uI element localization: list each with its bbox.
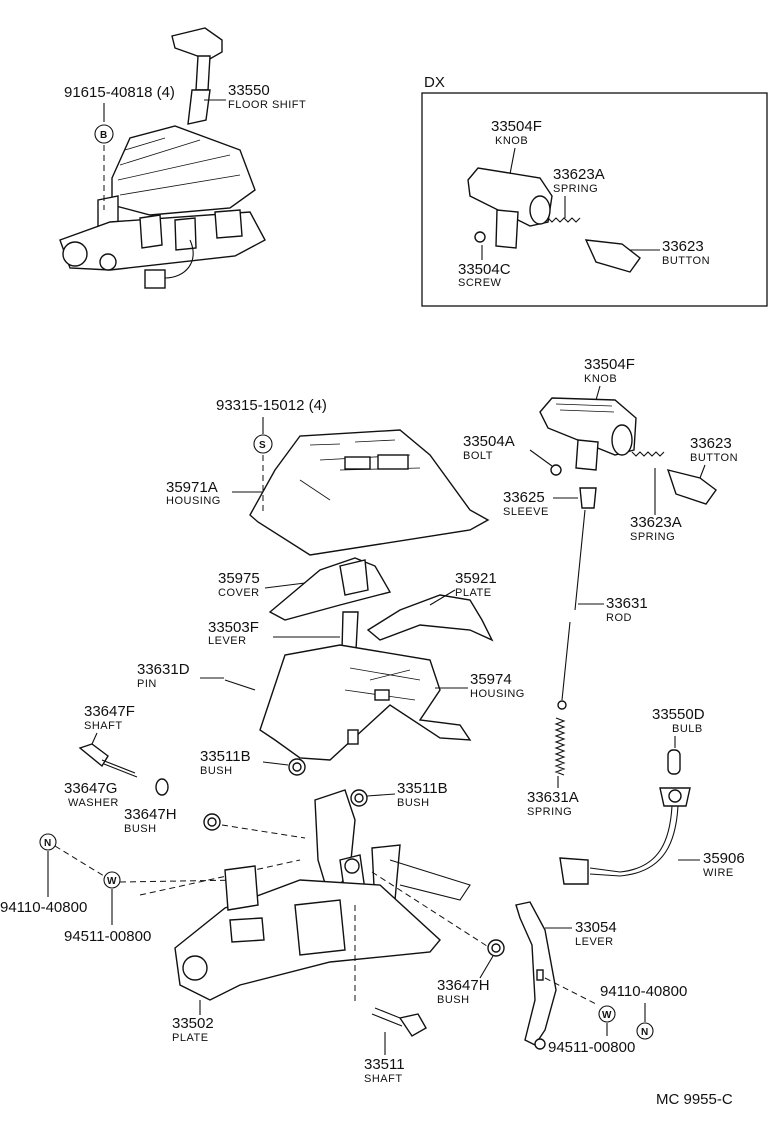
name-floor-shift: FLOOR SHIFT (228, 99, 306, 111)
label-33623A: 33623A (630, 514, 682, 531)
label-91615-40818: 91615-40818 (4) (64, 84, 175, 101)
label-33550: 33550 (228, 82, 270, 99)
name-housing-lower: HOUSING (470, 688, 525, 700)
label-33631D: 33631D (137, 661, 190, 678)
housing-35971A-drawing (249, 429, 490, 556)
name-sleeve: SLEEVE (503, 506, 549, 518)
name-wire: WIRE (703, 867, 734, 879)
label-33054: 33054 (575, 919, 617, 936)
name-bush-right: BUSH (397, 797, 430, 809)
name-plate-base: PLATE (172, 1032, 209, 1044)
name-spring-upper: SPRING (630, 531, 675, 543)
plate-33502-drawing (174, 865, 441, 1001)
name-rod: ROD (606, 612, 632, 624)
label-94511-00800-right: 94511-00800 (548, 1039, 635, 1056)
cover-35975-drawing (268, 557, 392, 621)
name-dx-screw: SCREW (458, 277, 502, 289)
label-35906: 35906 (703, 850, 745, 867)
name-plate-upper: PLATE (455, 587, 492, 599)
label-93315-15012: 93315-15012 (4) (216, 397, 327, 414)
name-lever-lower: LEVER (575, 936, 614, 948)
symbol-n-left: N (44, 838, 51, 849)
name-bush-33647H-left: BUSH (124, 823, 157, 835)
label-33647H-left: 33647H (124, 806, 177, 823)
name-button: BUTTON (690, 452, 738, 464)
name-bulb: BULB (672, 723, 703, 735)
label-33647G: 33647G (64, 780, 117, 797)
name-shaft-large: SHAFT (364, 1073, 403, 1085)
name-dx-button: BUTTON (662, 255, 710, 267)
label-dx-33504C: 33504C (458, 261, 511, 278)
label-33511: 33511 (364, 1056, 405, 1073)
label-35921: 35921 (455, 570, 497, 587)
label-33504A: 33504A (463, 433, 515, 450)
shaft-33647F-drawing (78, 743, 109, 768)
name-knob: KNOB (584, 373, 617, 385)
symbol-n-right: N (641, 1027, 648, 1038)
dx-box (421, 92, 768, 307)
label-33511B-left: 33511B (200, 748, 251, 765)
label-35974: 35974 (470, 671, 512, 688)
floor-shift-assembly-drawing (59, 27, 266, 289)
plate-35921-drawing (366, 594, 494, 642)
name-cover: COVER (218, 587, 260, 599)
label-33623: 33623 (690, 435, 732, 452)
label-94511-00800-left: 94511-00800 (64, 928, 151, 945)
label-33503F: 33503F (208, 619, 259, 636)
bulb-wire-drawing (559, 749, 691, 885)
label-dx-33504F: 33504F (491, 118, 542, 135)
lever-33503F-drawing (341, 611, 359, 651)
dx-knob-drawing (467, 167, 641, 273)
name-housing-upper: HOUSING (166, 495, 221, 507)
name-spring-lower: SPRING (527, 806, 572, 818)
name-lever-upper: LEVER (208, 635, 247, 647)
symbol-w-right: W (602, 1010, 612, 1021)
right-knob-drawing (539, 397, 717, 505)
label-33511B-right: 33511B (397, 780, 448, 797)
label-33631: 33631 (606, 595, 648, 612)
lever-33054-drawing (515, 901, 557, 1046)
name-dx-spring: SPRING (553, 183, 598, 195)
name-pin: PIN (137, 678, 157, 690)
name-bush-33647H-right: BUSH (437, 994, 470, 1006)
symbol-w-left: W (107, 876, 117, 887)
label-33647H-right: 33647H (437, 977, 490, 994)
label-35975: 35975 (218, 570, 260, 587)
housing-35974-drawing (259, 644, 472, 761)
symbol-b: B (100, 130, 107, 141)
label-33550D: 33550D (652, 706, 705, 723)
label-33631A: 33631A (527, 789, 579, 806)
dx-title: DX (424, 74, 445, 91)
footer-reference: MC 9955-C (656, 1091, 733, 1108)
label-33502: 33502 (172, 1015, 214, 1032)
label-35971A: 35971A (166, 479, 218, 496)
label-dx-33623: 33623 (662, 238, 704, 255)
label-dx-33623A: 33623A (553, 166, 605, 183)
label-33504F: 33504F (584, 356, 635, 373)
label-33647F: 33647F (84, 703, 135, 720)
name-shaft-small: SHAFT (84, 720, 123, 732)
name-dx-knob: KNOB (495, 135, 528, 147)
label-94110-40800-left: 94110-40800 (0, 899, 87, 916)
name-bush-left: BUSH (200, 765, 233, 777)
label-33625: 33625 (503, 489, 545, 506)
name-bolt: BOLT (463, 450, 493, 462)
label-94110-40800-right: 94110-40800 (600, 983, 687, 1000)
symbol-s: S (259, 440, 266, 451)
name-washer-left: WASHER (68, 797, 119, 809)
